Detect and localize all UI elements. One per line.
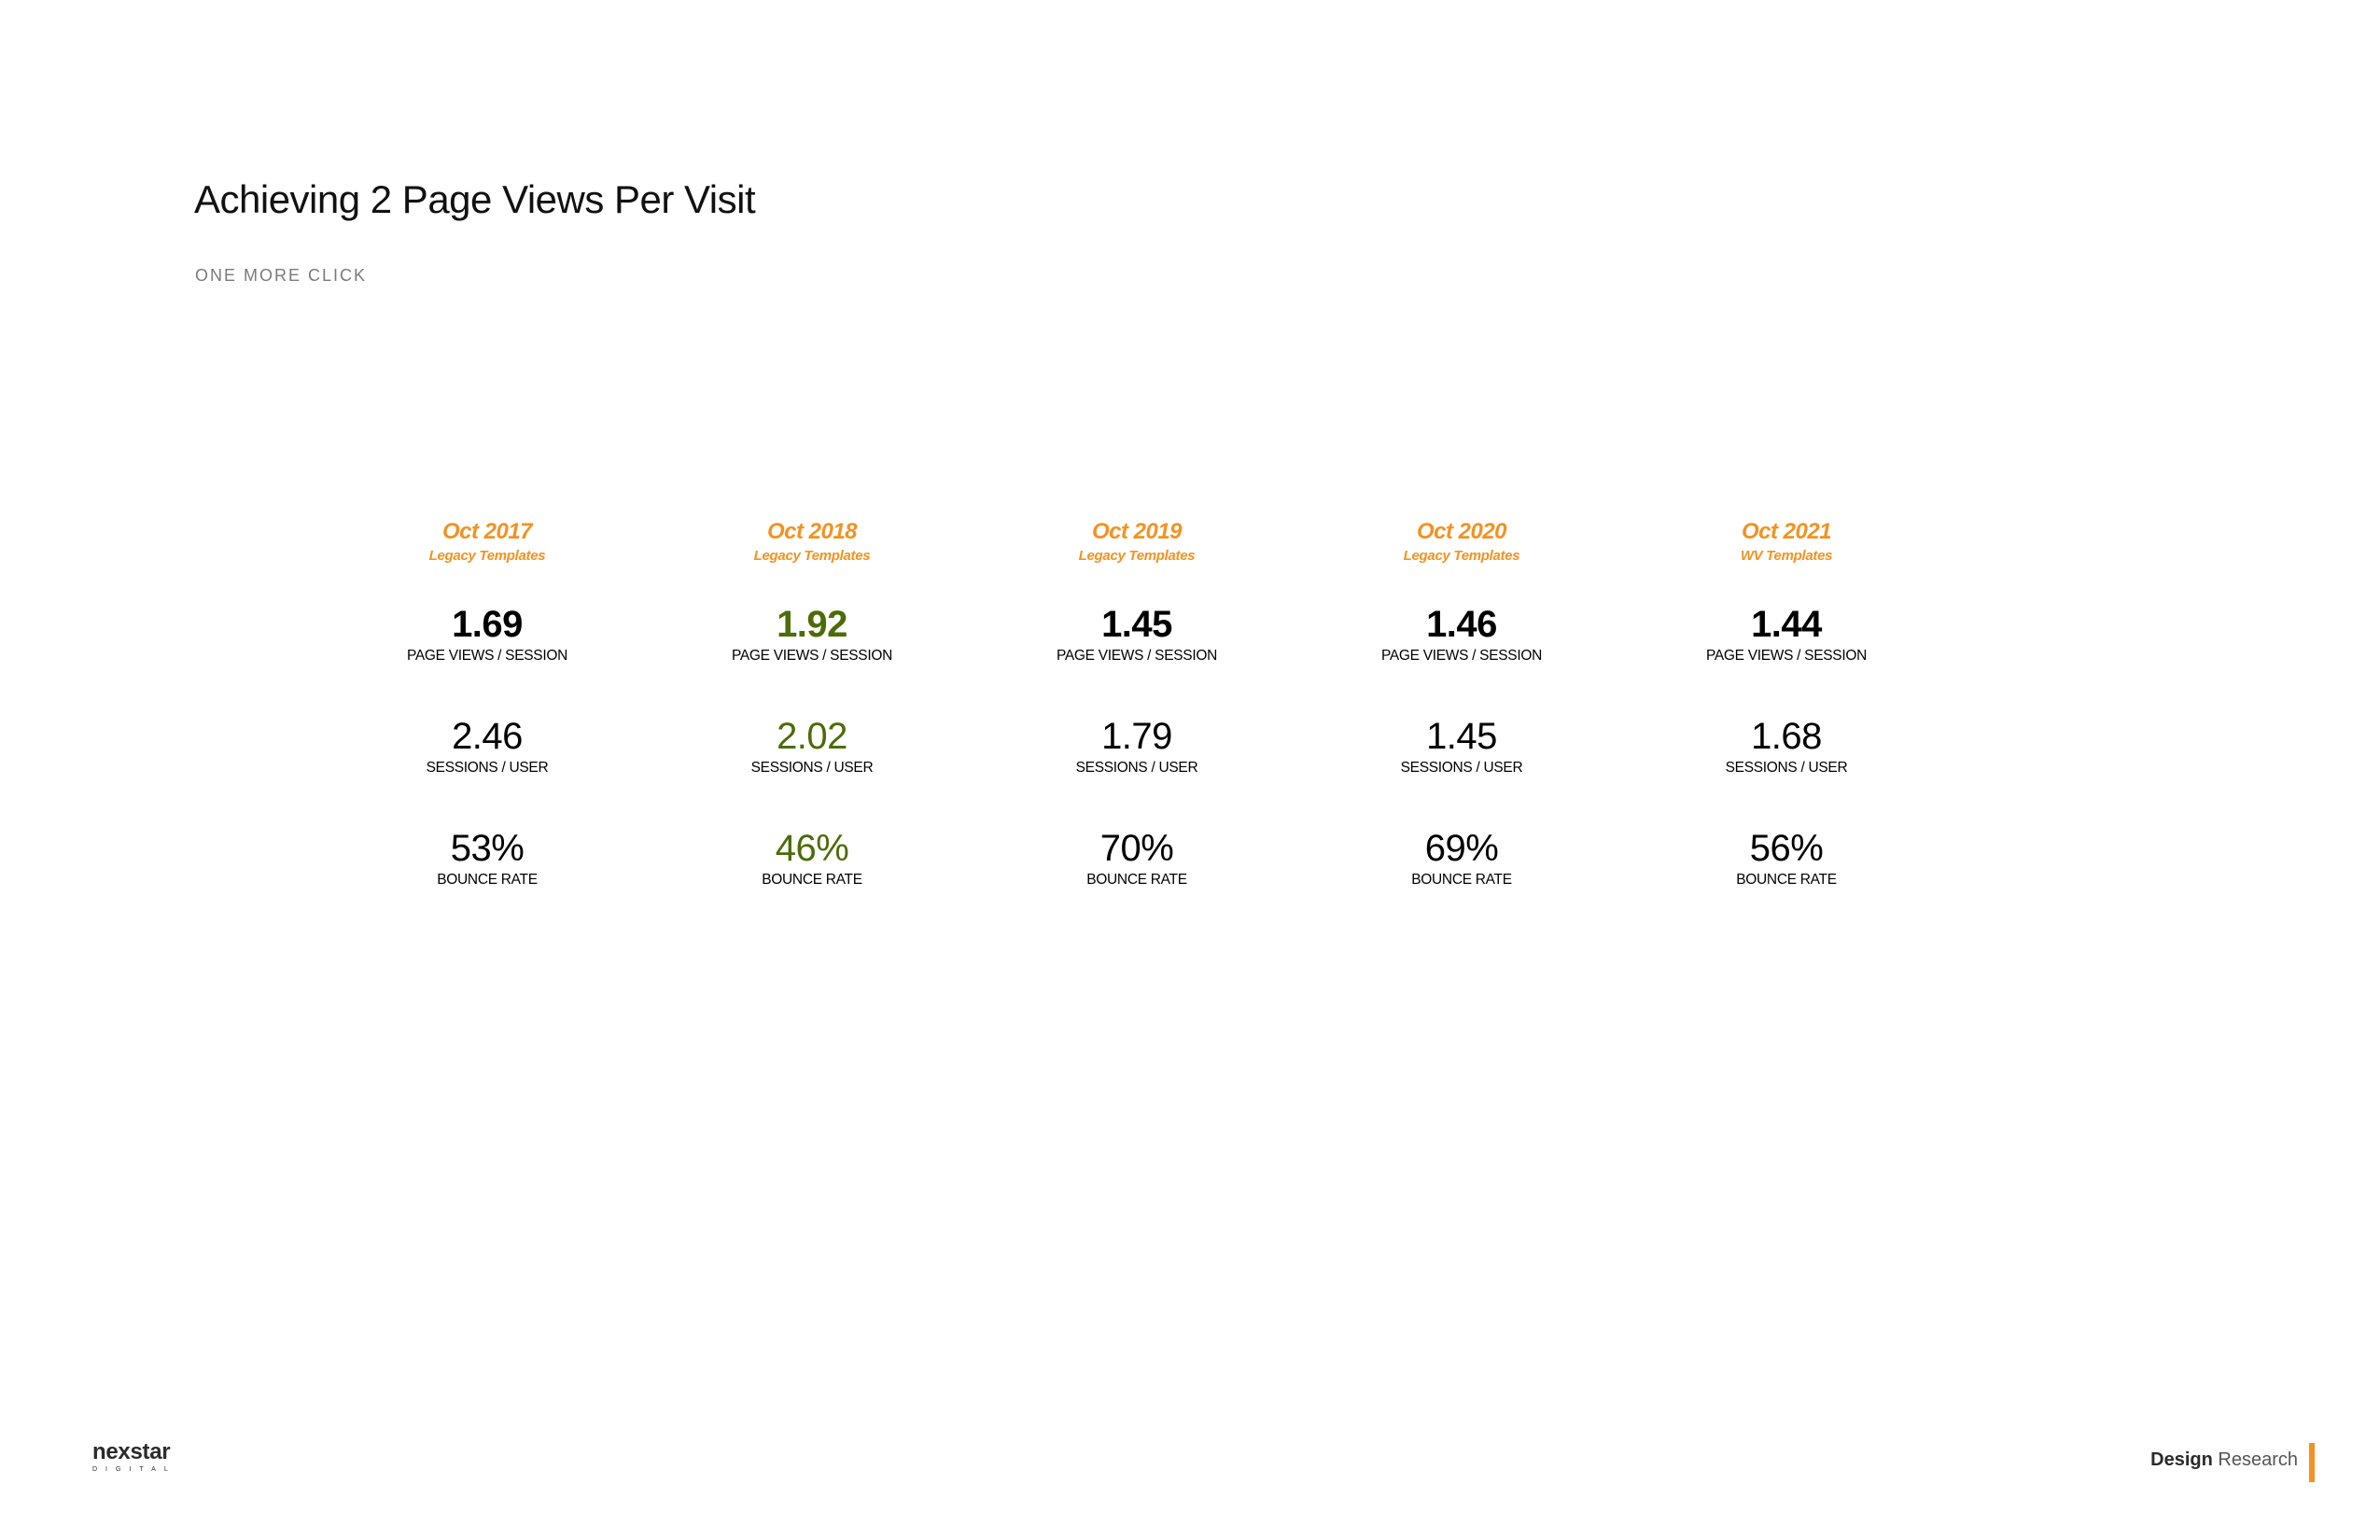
bounce-metric: 53% BOUNCE RATE <box>329 826 646 889</box>
page-views-label: PAGE VIEWS / SESSION <box>406 648 567 664</box>
sessions-value: 1.45 <box>1426 716 1497 757</box>
logo-subtext: DIGITAL <box>92 1466 176 1473</box>
footer-accent-bar <box>2309 1443 2315 1482</box>
stat-column-oct-2017: Oct 2017 Legacy Templates 1.69 PAGE VIEW… <box>329 518 646 889</box>
page-views-value: 1.69 <box>452 604 523 645</box>
bounce-metric: 70% BOUNCE RATE <box>978 826 1295 889</box>
bounce-label: BOUNCE RATE <box>1736 872 1837 888</box>
page-views-metric: 1.45 PAGE VIEWS / SESSION <box>978 602 1295 665</box>
page-subtitle: ONE MORE CLICK <box>195 266 368 285</box>
bounce-label: BOUNCE RATE <box>762 872 862 888</box>
page-views-metric: 1.46 PAGE VIEWS / SESSION <box>1303 602 1620 665</box>
logo-wordmark: nexstar <box>92 1439 171 1464</box>
sessions-metric: 2.02 SESSIONS / USER <box>653 714 971 777</box>
page-views-label: PAGE VIEWS / SESSION <box>1705 648 1867 664</box>
template-label: Legacy Templates <box>1403 548 1520 564</box>
bounce-value: 69% <box>1424 828 1499 869</box>
bounce-label: BOUNCE RATE <box>1411 872 1512 888</box>
page-views-value: 1.44 <box>1751 604 1822 645</box>
page-views-label: PAGE VIEWS / SESSION <box>1380 648 1542 664</box>
stat-column-oct-2019: Oct 2019 Legacy Templates 1.45 PAGE VIEW… <box>978 518 1295 889</box>
sessions-label: SESSIONS / USER <box>1725 760 1848 776</box>
stat-column-oct-2021: Oct 2021 WV Templates 1.44 PAGE VIEWS / … <box>1628 518 1945 889</box>
footer-section-label: Design Research <box>2150 1449 2298 1471</box>
nexstar-logo: nexstar DIGITAL <box>92 1441 176 1475</box>
sessions-metric: 1.45 SESSIONS / USER <box>1303 714 1620 777</box>
template-label: Legacy Templates <box>428 548 546 564</box>
template-label: Legacy Templates <box>753 548 871 564</box>
bounce-metric: 46% BOUNCE RATE <box>653 826 971 889</box>
sessions-metric: 1.68 SESSIONS / USER <box>1628 714 1945 777</box>
template-label: Legacy Templates <box>1078 548 1196 564</box>
sessions-value: 1.79 <box>1101 716 1172 757</box>
sessions-label: SESSIONS / USER <box>1075 760 1198 776</box>
bounce-metric: 56% BOUNCE RATE <box>1628 826 1945 889</box>
template-label: WV Templates <box>1740 548 1833 564</box>
page-views-value: 1.92 <box>777 604 847 645</box>
page-views-label: PAGE VIEWS / SESSION <box>731 648 892 664</box>
stat-column-oct-2018: Oct 2018 Legacy Templates 1.92 PAGE VIEW… <box>653 518 971 889</box>
bounce-value: 53% <box>450 828 525 869</box>
page-title: Achieving 2 Page Views Per Visit <box>194 177 756 221</box>
period-label: Oct 2019 <box>1091 519 1183 544</box>
period-label: Oct 2018 <box>766 519 858 544</box>
sessions-label: SESSIONS / USER <box>1400 760 1523 776</box>
sessions-metric: 1.79 SESSIONS / USER <box>978 714 1295 777</box>
footer-label-strong: Design <box>2150 1449 2213 1470</box>
sessions-value: 2.46 <box>452 716 523 757</box>
page-views-value: 1.46 <box>1426 604 1497 645</box>
bounce-value: 70% <box>1099 828 1174 869</box>
period-label: Oct 2017 <box>441 519 533 544</box>
bounce-metric: 69% BOUNCE RATE <box>1303 826 1620 889</box>
bounce-label: BOUNCE RATE <box>1086 872 1187 888</box>
page-views-metric: 1.44 PAGE VIEWS / SESSION <box>1628 602 1945 665</box>
page-views-label: PAGE VIEWS / SESSION <box>1056 648 1217 664</box>
stat-column-oct-2020: Oct 2020 Legacy Templates 1.46 PAGE VIEW… <box>1303 518 1620 889</box>
page-views-metric: 1.69 PAGE VIEWS / SESSION <box>329 602 646 665</box>
footer-label-light: Research <box>2218 1449 2298 1470</box>
sessions-metric: 2.46 SESSIONS / USER <box>329 714 646 777</box>
period-label: Oct 2021 <box>1741 519 1832 544</box>
page-views-metric: 1.92 PAGE VIEWS / SESSION <box>653 602 971 665</box>
sessions-value: 2.02 <box>777 716 847 757</box>
bounce-label: BOUNCE RATE <box>437 872 538 888</box>
page-views-value: 1.45 <box>1101 604 1172 645</box>
bounce-value: 46% <box>775 828 849 869</box>
sessions-value: 1.68 <box>1751 716 1822 757</box>
sessions-label: SESSIONS / USER <box>750 760 874 776</box>
bounce-value: 56% <box>1749 828 1824 869</box>
period-label: Oct 2020 <box>1416 519 1507 544</box>
sessions-label: SESSIONS / USER <box>426 760 549 776</box>
